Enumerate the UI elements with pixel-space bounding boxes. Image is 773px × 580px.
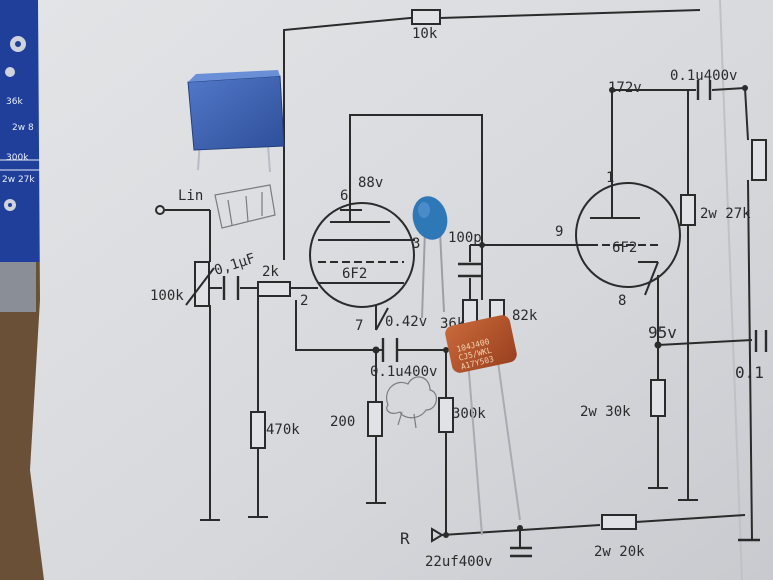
label-pin9: 9 bbox=[555, 224, 563, 240]
label-c22u: 22uf400v bbox=[425, 554, 492, 570]
output-terminal-arrow bbox=[431, 527, 444, 543]
board-label-2w27k: 2w 27k bbox=[2, 175, 35, 185]
label-r27k: 2w 27k bbox=[700, 206, 751, 222]
resistor-2k bbox=[257, 281, 291, 297]
label-pin3: 3 bbox=[412, 236, 420, 252]
pencil-sketch bbox=[214, 184, 437, 429]
label-r82k: 82k bbox=[512, 308, 538, 324]
schematic-wires bbox=[165, 9, 753, 548]
tube-6f2-right bbox=[575, 182, 681, 296]
label-b-plus: 172v bbox=[608, 80, 642, 96]
resistor-470k bbox=[250, 411, 266, 449]
label-r300k: 300k bbox=[452, 406, 486, 422]
resistor-20k bbox=[601, 514, 637, 530]
label-pin8: 8 bbox=[618, 293, 626, 309]
board-label-36k: 36k bbox=[6, 97, 23, 107]
film-capacitor: 104J400 CJ5/WKL A17Y503 bbox=[445, 315, 521, 536]
label-r470k: 470k bbox=[266, 422, 300, 438]
label-pot: 100k bbox=[150, 288, 184, 304]
label-c100p: 100p bbox=[448, 230, 482, 246]
label-v042: 0.42v bbox=[385, 314, 427, 330]
tube-6f2-left bbox=[309, 202, 415, 308]
label-pin2: 2 bbox=[300, 293, 308, 309]
input-terminal bbox=[155, 205, 165, 215]
label-input: Lin bbox=[178, 188, 203, 204]
label-cap-right: 0.1 bbox=[735, 363, 764, 382]
label-cap-top: 0.1u400v bbox=[670, 68, 737, 84]
ceramic-disc-capacitor bbox=[412, 196, 448, 319]
paper-fold bbox=[719, 0, 743, 580]
board-label-300k: 300k bbox=[6, 153, 29, 163]
schematic-capacitors bbox=[222, 80, 768, 558]
resistor-300k bbox=[438, 397, 454, 433]
junction-dots bbox=[372, 85, 748, 538]
label-pin1: 1 bbox=[606, 170, 614, 186]
pot-wiper bbox=[185, 267, 215, 306]
label-v88: 88v bbox=[358, 175, 383, 191]
label-pin6: 6 bbox=[340, 188, 348, 204]
label-r-right: R bbox=[400, 529, 410, 548]
label-tube2: 6F2 bbox=[612, 240, 637, 256]
label-r20k: 2w 20k bbox=[594, 544, 645, 560]
label-cap-mid: 0.1u400v bbox=[370, 364, 437, 380]
resistor-right bbox=[751, 139, 767, 181]
label-r-top: 10k bbox=[412, 26, 438, 42]
label-pin7: 7 bbox=[355, 318, 363, 334]
label-tube1: 6F2 bbox=[342, 266, 367, 282]
resistor-200 bbox=[367, 401, 383, 437]
pcb-board: 36k 2w 8 300k 2w 27k bbox=[0, 0, 40, 312]
label-v95: 95v bbox=[648, 323, 677, 342]
label-r-grid: 2k bbox=[262, 264, 279, 280]
board-label-2w8: 2w 8 bbox=[12, 123, 34, 133]
resistor-27k bbox=[680, 194, 696, 226]
resistor-30k bbox=[650, 379, 666, 417]
blue-box-capacitor bbox=[187, 70, 285, 173]
label-r30k: 2w 30k bbox=[580, 404, 631, 420]
label-r200: 200 bbox=[330, 414, 355, 430]
schematic-resistors bbox=[194, 9, 767, 530]
resistor-10k bbox=[411, 9, 441, 25]
